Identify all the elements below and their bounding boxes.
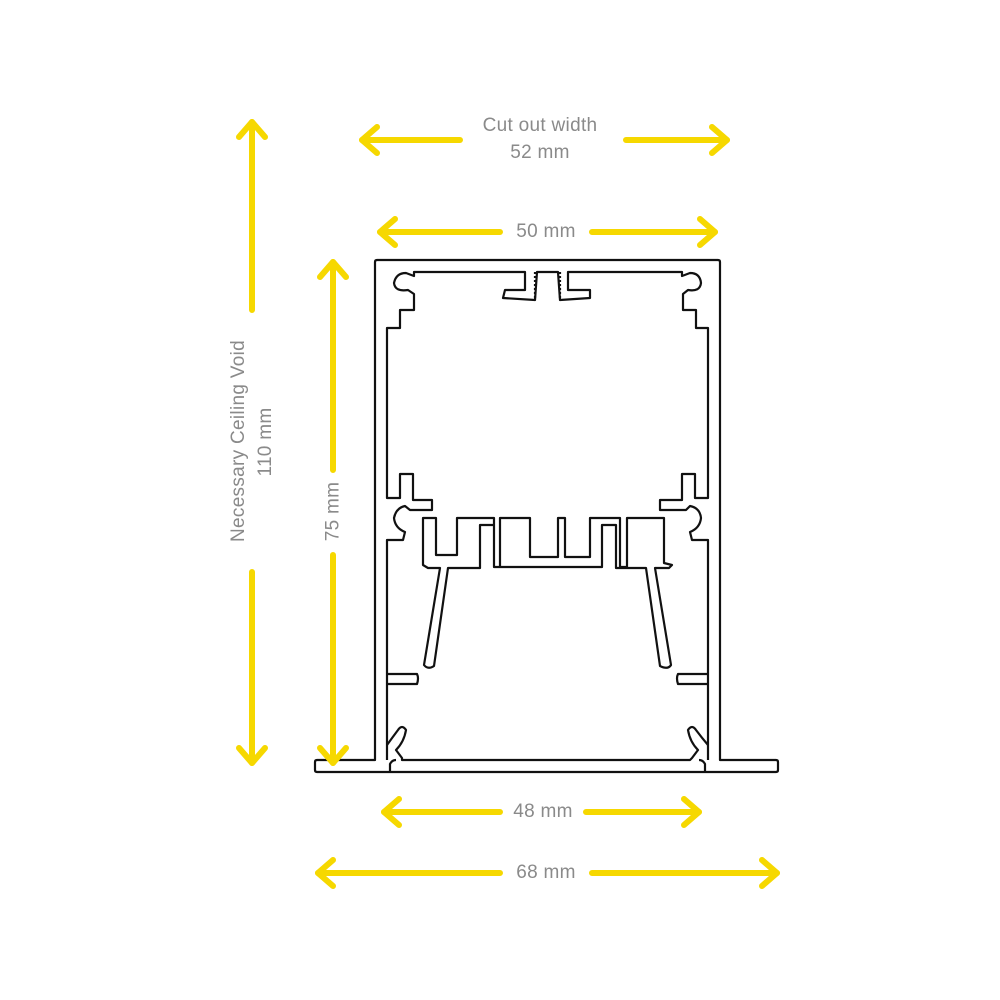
cut-out-width-value: 52 mm	[510, 142, 570, 163]
inner-width-arrow	[381, 796, 702, 828]
profile-height-label: 75 mm	[322, 481, 344, 542]
ceiling-void-value: 110 mm	[255, 407, 276, 477]
cut-out-width-label: Cut out width 52 mm	[440, 112, 640, 166]
ceiling-void-title: Necessary Ceiling Void	[228, 340, 249, 542]
aluminium-profile-cross-section	[313, 258, 780, 774]
cut-out-width-title: Cut out width	[482, 115, 598, 136]
inner-width-label: 48 mm	[513, 801, 573, 822]
flange-width-label: 68 mm	[516, 862, 576, 883]
cut-out-width-arrow	[359, 124, 730, 156]
flange-width-arrow	[315, 857, 780, 889]
ceiling-void-label: Necessary Ceiling Void 110 mm	[225, 340, 279, 542]
top-width-label: 50 mm	[516, 221, 576, 242]
ceiling-void-arrow	[236, 119, 268, 766]
top-width-arrow	[377, 216, 718, 248]
profile-height-arrow	[317, 259, 349, 766]
